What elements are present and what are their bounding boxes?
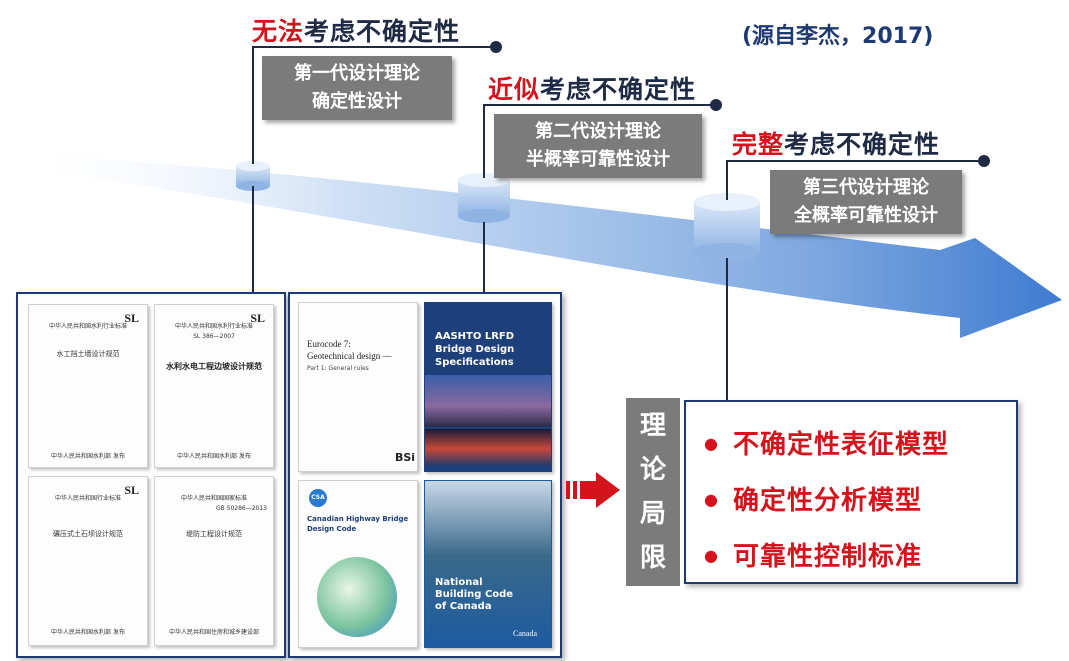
doc-sl-earth-rock-dam: 中华人民共和国行业标准 SL 碾压式土石坝设计规范 中华人民共和国水利部 发布 [28,476,148,646]
gen1-dot [490,41,502,53]
gen1-line2: 确定性设计 [312,91,402,112]
gen2-line2: 半概率可靠性设计 [526,149,670,170]
limitation-item: ●确定性分析模型 [704,486,922,516]
gen3-connector-vertical [726,160,728,200]
gen2-drop-line [483,222,485,292]
csa-globe-graphic [317,557,397,637]
red-arrow-icon [566,472,620,508]
doc-national-building-code-canada: National Building Code of Canada Canada [424,480,552,648]
gen3-drop-line [726,258,728,400]
aashto-photo-top [425,375,551,427]
gen1-title: 无法考虑不确定性 [252,17,461,46]
gen3-line1: 第三代设计理论 [803,177,929,198]
gen1-connector-vertical [252,46,254,164]
source-note: (源自李杰，2017) [742,24,934,49]
cylinder-2 [458,173,510,223]
doc-csa-bridge-code: CSA Canadian Highway Bridge Design Code [298,480,418,648]
gen1-drop-line [252,186,254,292]
gen2-connector-vertical [483,104,485,178]
limitation-item: ●不确定性表征模型 [704,430,949,460]
gen3-connector-horizontal [726,160,982,162]
theory-limitation-label: 理 论 局 限 [626,398,680,586]
cylinder-3 [694,193,760,261]
doc-gb-levee-design: 中华人民共和国国家标准 GB 50286—2013 堤防工程设计规范 中华人民共… [154,476,274,646]
limitation-item: ●可靠性控制标准 [704,542,922,572]
gen3-line2: 全概率可靠性设计 [794,205,938,226]
gen3-dot [978,155,990,167]
doc-eurocode7: Eurocode 7: Geotechnical design — Part 1… [298,302,418,472]
gen1-line1: 第一代设计理论 [294,63,420,84]
aashto-photo-bottom [425,429,551,465]
arrow-body [40,155,1062,338]
doc-aashto-lrfd: AASHTO LRFD Bridge Design Specifications [424,302,552,472]
gen2-line1: 第二代设计理论 [535,121,661,142]
gen2-title: 近似考虑不确定性 [488,75,697,104]
chinese-standards-panel: 中华人民共和国水利行业标准 SL 水工挡土墙设计规范 中华人民共和国水利部 发布… [16,292,286,658]
doc-sl-retaining-wall: 中华人民共和国水利行业标准 SL 水工挡土墙设计规范 中华人民共和国水利部 发布 [28,304,148,468]
gen2-connector-horizontal [483,104,715,106]
gen1-connector-horizontal [252,46,496,48]
gen3-title: 完整考虑不确定性 [732,130,941,159]
gen2-dot [710,99,722,111]
gen1-box: 第一代设计理论 确定性设计 [262,56,452,120]
csa-logo: CSA [309,489,327,507]
gen3-box: 第三代设计理论 全概率可靠性设计 [770,170,962,234]
doc-sl-slope-design: 中华人民共和国水利行业标准 SL SL 386—2007 水利水电工程边坡设计规… [154,304,274,468]
limitation-list: ●不确定性表征模型 ●确定性分析模型 ●可靠性控制标准 [684,400,1018,584]
gen2-box: 第二代设计理论 半概率可靠性设计 [494,114,702,178]
international-codes-panel: Eurocode 7: Geotechnical design — Part 1… [288,292,562,658]
